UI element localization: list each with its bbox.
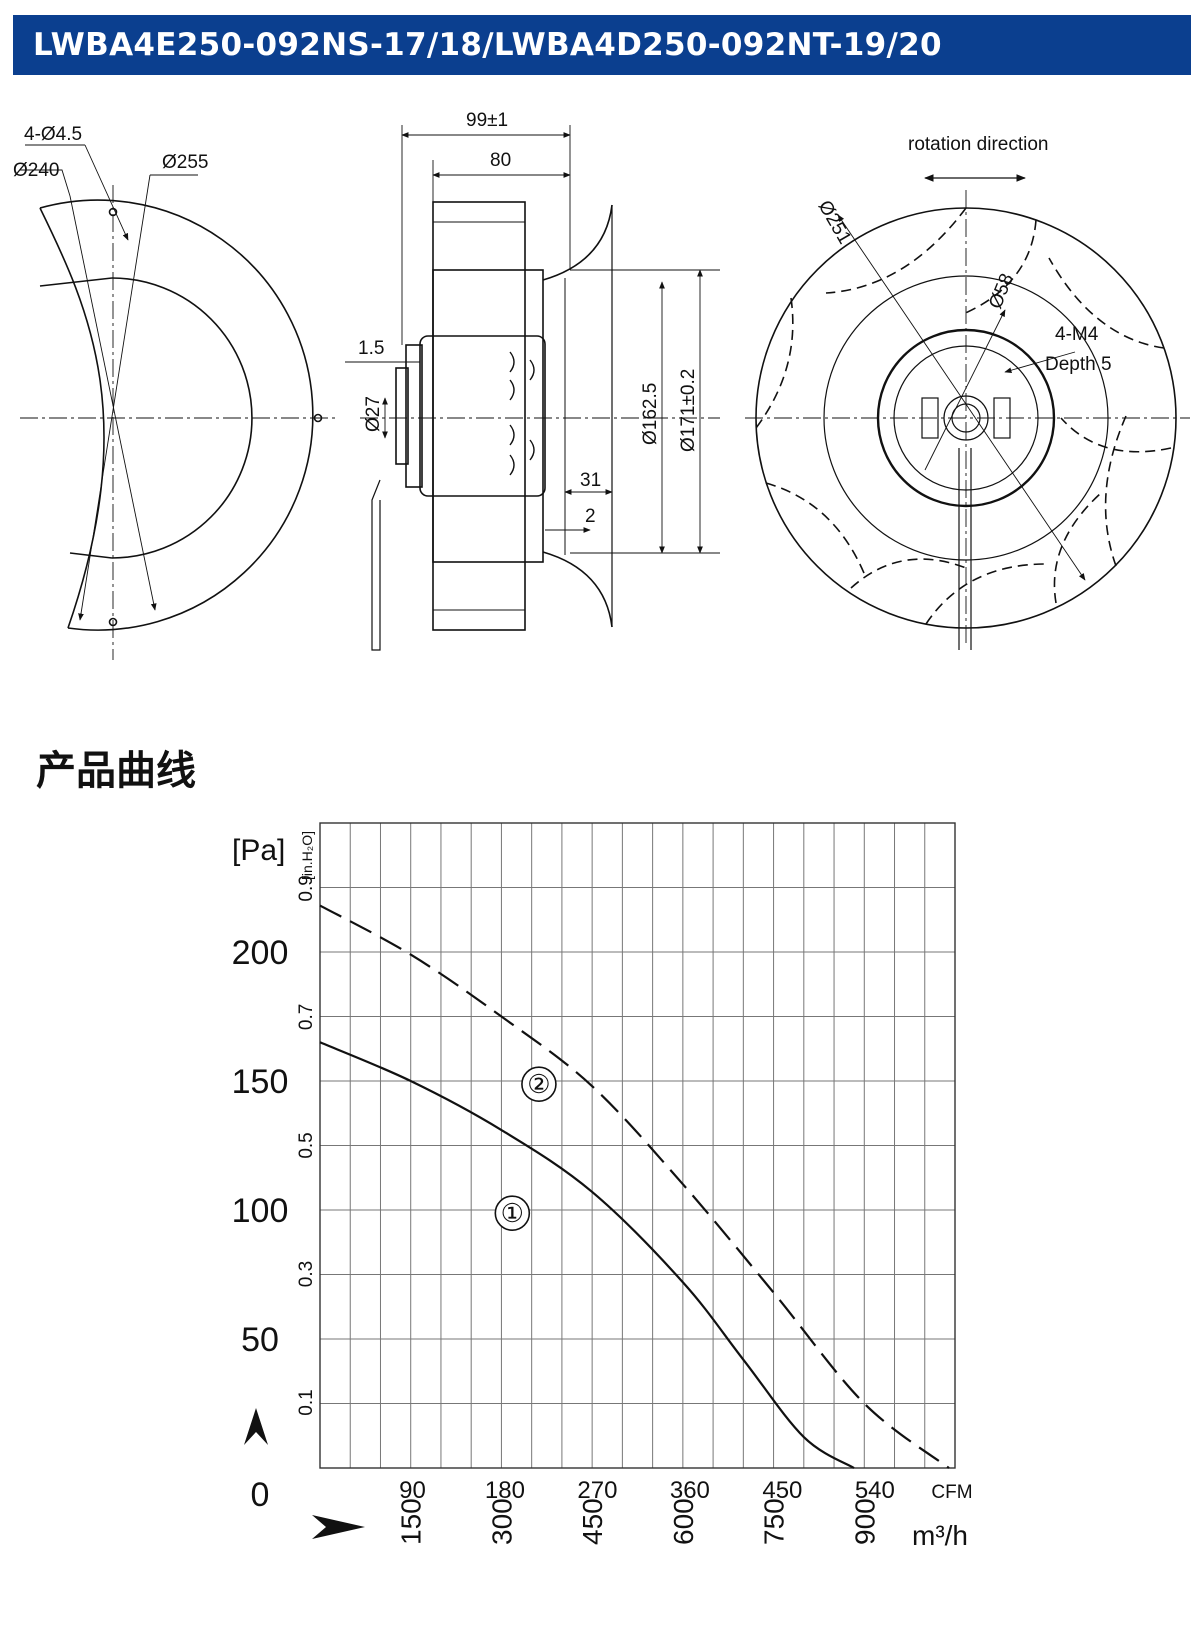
y-unit-inh2o: [in.H₂O] (299, 831, 315, 880)
x-tick-m3h: 600 (668, 1498, 699, 1545)
series-name-2: ② (527, 1069, 550, 1099)
front-hole-label: 4-Ø4.5 (24, 124, 82, 145)
side-total-width: 99±1 (466, 110, 508, 131)
front-d-outer: Ø255 (162, 152, 208, 173)
x-tick-m3h: 450 (577, 1498, 608, 1545)
side-d-inlet: Ø162.5 (640, 383, 661, 445)
side-inner-width: 80 (490, 150, 511, 171)
chart-labels: 0 50 100 150 200 0.1 0.3 0.5 0.7 0.9 [Pa] [in.H₂O] 9… (232, 831, 973, 1551)
x-tick-cfm: 270 (577, 1477, 617, 1504)
side-shaft: Ø27 (363, 396, 384, 432)
series-line-1 (319, 1041, 855, 1469)
chart-misc (244, 1408, 365, 1539)
x-tick-m3h: 750 (759, 1498, 790, 1545)
section-title: 产品曲线 (36, 748, 196, 794)
x-tick-cfm: 450 (762, 1477, 802, 1504)
y-tick-pa: 0 (251, 1476, 270, 1514)
x-tick-cfm: 360 (670, 1477, 710, 1504)
y-tick-inh2o: 0.1 (296, 1389, 317, 1415)
y-tick-inh2o: 0.9 (296, 875, 317, 901)
x-tick-cfm: 180 (485, 1477, 525, 1504)
x-tick-m3h: 300 (486, 1498, 517, 1545)
front-d-inner: Ø240 (13, 160, 59, 181)
y-tick-inh2o: 0.3 (296, 1261, 317, 1287)
series-line-2 (319, 904, 950, 1469)
x-unit-m3h: m³/h (912, 1520, 968, 1551)
series-name-circle-2 (521, 1066, 557, 1102)
y-tick-pa: 50 (241, 1321, 279, 1359)
model-title: LWBA4E250-092NS-17/18/LWBA4D250-092NT-19… (33, 27, 942, 63)
rear-depth: Depth 5 (1045, 354, 1112, 375)
y-tick-pa: 200 (232, 934, 289, 972)
y-tick-pa: 100 (232, 1192, 289, 1230)
title-bar: LWBA4E250-092NS-17/18/LWBA4D250-092NT-19… (13, 15, 1191, 75)
x-tick-m3h: 150 (396, 1498, 427, 1545)
chart-series: ①② (319, 904, 950, 1469)
series-name-circle-1 (494, 1195, 531, 1231)
rear-rotation: rotation direction (908, 134, 1048, 155)
y-tick-pa: 150 (232, 1063, 289, 1101)
rear-threads: 4-M4 (1055, 324, 1099, 345)
front-view (20, 144, 335, 660)
technical-drawing: 4-Ø4.5 Ø240 Ø255 99±1 (13, 110, 1190, 660)
x-unit-cfm: CFM (931, 1482, 972, 1503)
side-lip: 1.5 (358, 338, 384, 359)
side-d-ring: Ø171±0.2 (678, 369, 699, 452)
side-offset: 31 (580, 470, 601, 491)
x-tick-cfm: 540 (855, 1477, 895, 1504)
x-tick-cfm: 90 (399, 1477, 426, 1504)
chart-grid (319, 822, 956, 1469)
side-gap: 2 (585, 506, 596, 527)
y-tick-inh2o: 0.7 (296, 1004, 317, 1030)
x-axis-arrow (312, 1515, 365, 1539)
y-axis-arrow (244, 1408, 268, 1445)
rear-view (745, 174, 1190, 650)
chart-frame (319, 822, 956, 1469)
x-tick-m3h: 900 (849, 1498, 880, 1545)
side-view (345, 125, 720, 651)
series-name-1: ① (501, 1198, 524, 1228)
y-tick-inh2o: 0.5 (296, 1132, 317, 1158)
y-unit-pa: [Pa] (232, 834, 285, 867)
